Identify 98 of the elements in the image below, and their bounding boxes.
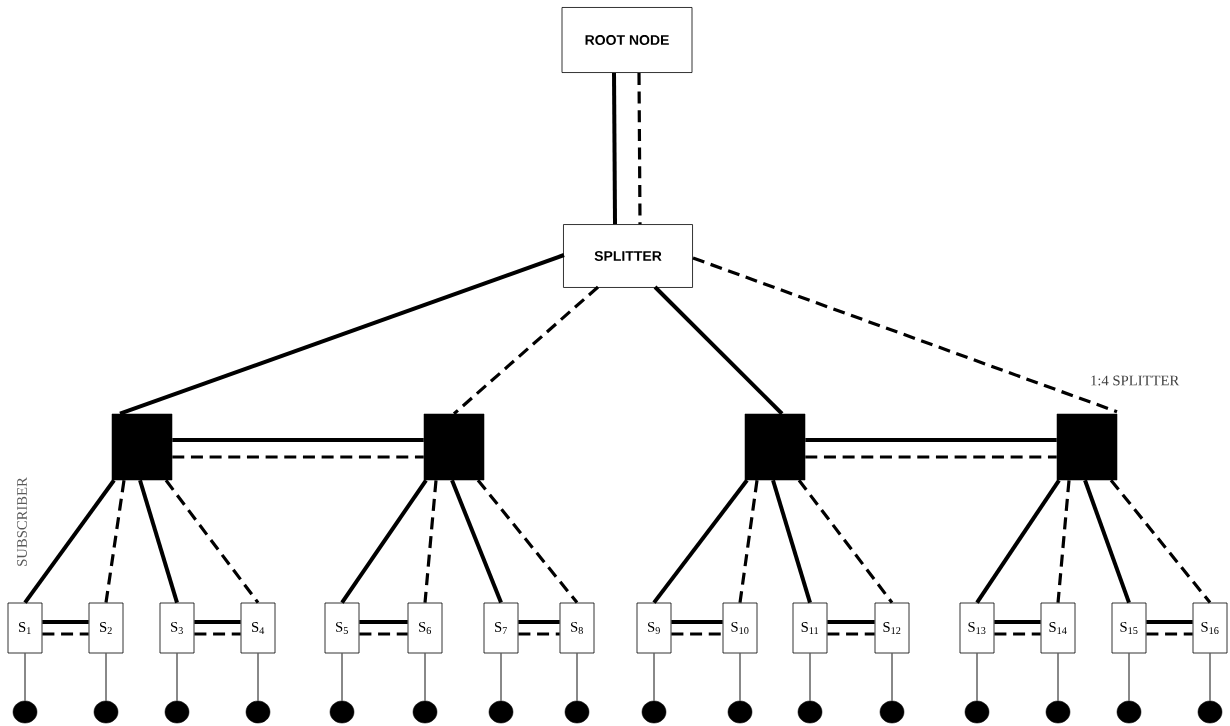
end-dot bbox=[641, 700, 667, 724]
drop-line bbox=[24, 652, 26, 702]
link-line bbox=[671, 620, 723, 624]
subscriber-box: S$_{3}$ bbox=[159, 602, 195, 654]
drop-line bbox=[1057, 652, 1059, 702]
splitter-box: SPLITTER bbox=[563, 224, 693, 288]
link-line bbox=[450, 479, 503, 604]
link-line bbox=[359, 632, 408, 636]
link-line bbox=[23, 479, 116, 604]
splitter-square bbox=[744, 413, 806, 481]
link-line bbox=[1146, 632, 1193, 636]
end-dot bbox=[797, 700, 823, 724]
drop-line bbox=[424, 652, 426, 702]
end-dot bbox=[329, 700, 355, 724]
link-line bbox=[1146, 620, 1193, 624]
link-line bbox=[104, 480, 126, 603]
link-line bbox=[994, 632, 1041, 636]
link-line bbox=[612, 72, 617, 225]
link-line bbox=[738, 480, 759, 603]
link-line bbox=[692, 256, 1118, 414]
link-line bbox=[119, 253, 565, 416]
link-line bbox=[194, 632, 241, 636]
link-line bbox=[172, 455, 424, 459]
end-dot bbox=[245, 700, 271, 724]
link-line bbox=[1083, 479, 1131, 604]
subscriber-box: S$_{2}$ bbox=[88, 602, 124, 654]
end-dot bbox=[1116, 700, 1142, 724]
link-line bbox=[653, 285, 784, 416]
subscriber-box: S$_{14}$ bbox=[1040, 602, 1076, 654]
drop-line bbox=[500, 652, 502, 702]
drop-line bbox=[105, 652, 107, 702]
link-line bbox=[975, 479, 1061, 604]
link-line bbox=[423, 480, 438, 603]
drop-line bbox=[891, 652, 893, 702]
subscriber-box: S$_{10}$ bbox=[722, 602, 758, 654]
drop-line bbox=[257, 652, 259, 702]
link-line bbox=[138, 479, 179, 604]
drop-line bbox=[176, 652, 178, 702]
splitter-square bbox=[423, 413, 485, 481]
link-line bbox=[1109, 479, 1212, 604]
subscriber-box: S$_{5}$ bbox=[324, 602, 360, 654]
end-dot bbox=[164, 700, 190, 724]
end-dot bbox=[1045, 700, 1071, 724]
link-line bbox=[452, 285, 600, 415]
link-line bbox=[652, 479, 749, 604]
link-line bbox=[42, 620, 89, 624]
link-line bbox=[827, 632, 875, 636]
link-line bbox=[164, 479, 260, 604]
end-dot bbox=[488, 700, 514, 724]
splitter-label: 1:4 SPLITTER bbox=[1091, 375, 1180, 386]
end-dot bbox=[727, 700, 753, 724]
side-label: SUBSCRIBER bbox=[17, 477, 27, 566]
end-dot bbox=[12, 700, 38, 724]
subscriber-box: S$_{11}$ bbox=[792, 602, 828, 654]
link-line bbox=[827, 620, 875, 624]
end-dot bbox=[93, 700, 119, 724]
end-dot bbox=[412, 700, 438, 724]
subscriber-box: S$_{8}$ bbox=[559, 602, 595, 654]
drop-line bbox=[1128, 652, 1130, 702]
splitter-square bbox=[1056, 413, 1118, 481]
link-line bbox=[1056, 480, 1071, 603]
drop-line bbox=[739, 652, 741, 702]
drop-line bbox=[1209, 652, 1211, 702]
drop-line bbox=[809, 652, 811, 702]
subscriber-box: S$_{6}$ bbox=[407, 602, 443, 654]
root-box: ROOT NODE bbox=[561, 7, 693, 73]
link-line bbox=[671, 632, 723, 636]
link-line bbox=[805, 438, 1057, 442]
link-line bbox=[518, 632, 560, 636]
subscriber-box: S$_{4}$ bbox=[240, 602, 276, 654]
drop-line bbox=[341, 652, 343, 702]
subscriber-box: S$_{1}$ bbox=[7, 602, 43, 654]
link-line bbox=[637, 72, 642, 225]
link-line bbox=[797, 479, 894, 604]
link-line bbox=[518, 620, 560, 624]
drop-line bbox=[976, 652, 978, 702]
subscriber-box: S$_{7}$ bbox=[483, 602, 519, 654]
link-line bbox=[994, 620, 1041, 624]
splitter-square bbox=[111, 413, 173, 481]
link-line bbox=[771, 479, 812, 604]
link-line bbox=[340, 479, 428, 604]
subscriber-box: S$_{13}$ bbox=[959, 602, 995, 654]
link-line bbox=[42, 632, 89, 636]
end-dot bbox=[1197, 700, 1223, 724]
subscriber-box: S$_{15}$ bbox=[1111, 602, 1147, 654]
subscriber-box: S$_{9}$ bbox=[636, 602, 672, 654]
link-line bbox=[194, 620, 241, 624]
subscriber-box: S$_{12}$ bbox=[874, 602, 910, 654]
link-line bbox=[476, 479, 579, 604]
link-line bbox=[805, 455, 1057, 459]
link-line bbox=[359, 620, 408, 624]
end-dot bbox=[564, 700, 590, 724]
subscriber-box: S$_{16}$ bbox=[1192, 602, 1228, 654]
link-line bbox=[172, 438, 424, 442]
drop-line bbox=[576, 652, 578, 702]
end-dot bbox=[879, 700, 905, 724]
drop-line bbox=[653, 652, 655, 702]
end-dot bbox=[964, 700, 990, 724]
